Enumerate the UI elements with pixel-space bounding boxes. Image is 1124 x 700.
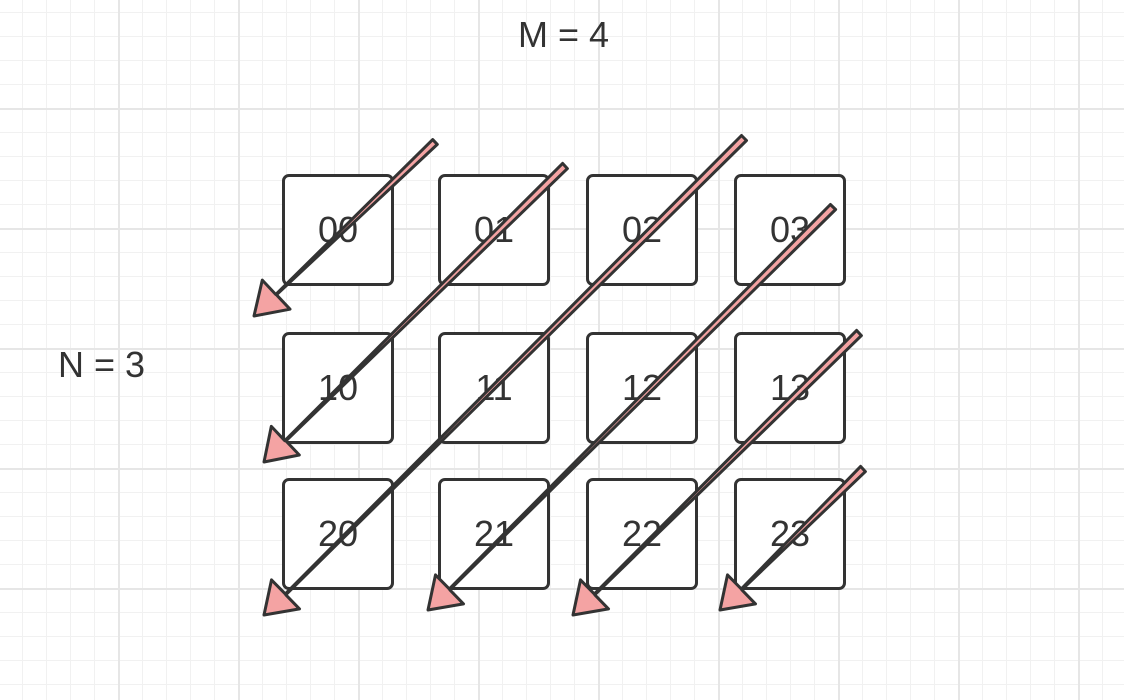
diagonal-arrow-icon — [252, 138, 439, 318]
cell-2-1: 21 — [438, 478, 550, 590]
m-dimension-label: M = 4 — [518, 14, 610, 55]
diagonal-arrow-icon — [571, 328, 863, 617]
cell-1-3: 13 — [734, 332, 846, 444]
cell-2-0: 20 — [282, 478, 394, 590]
diagonal-arrow-icon — [262, 161, 569, 464]
diagonal-arrow-icon — [262, 134, 748, 617]
cell-0-0: 00 — [282, 174, 394, 286]
n-dimension-label: N = 3 — [58, 344, 146, 385]
diagonal-arrow-icon — [426, 203, 838, 612]
cell-0-3: 03 — [734, 174, 846, 286]
cell-0-2: 02 — [586, 174, 698, 286]
cell-2-3: 23 — [734, 478, 846, 590]
cell-2-2: 22 — [586, 478, 698, 590]
diagonal-arrow-icon — [718, 464, 867, 612]
